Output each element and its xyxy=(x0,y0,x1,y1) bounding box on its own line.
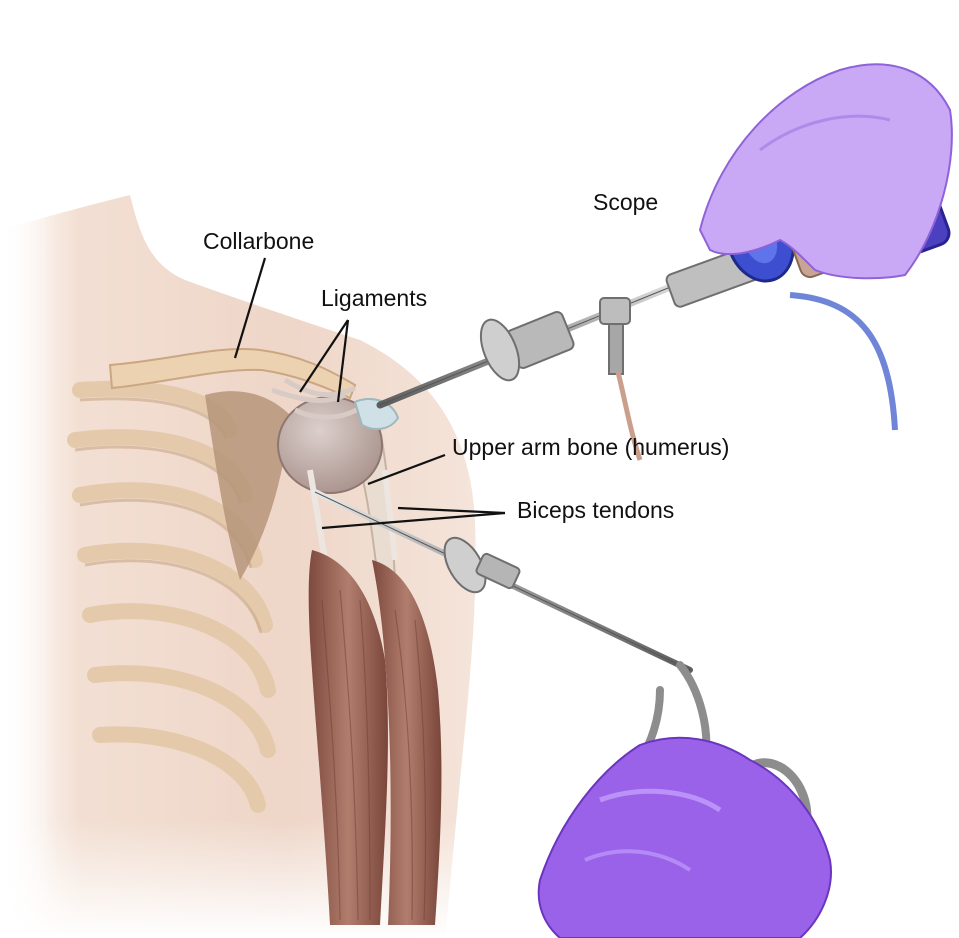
collarbone-label: Collarbone xyxy=(203,230,314,253)
glove-top xyxy=(700,64,952,278)
humerus-label: Upper arm bone (humerus) xyxy=(452,436,729,459)
biceps-tendons-label: Biceps tendons xyxy=(517,499,674,522)
scope-label: Scope xyxy=(593,191,658,214)
scope-cable xyxy=(790,295,895,430)
ligaments-label: Ligaments xyxy=(321,287,427,310)
scope-valve xyxy=(473,310,575,385)
